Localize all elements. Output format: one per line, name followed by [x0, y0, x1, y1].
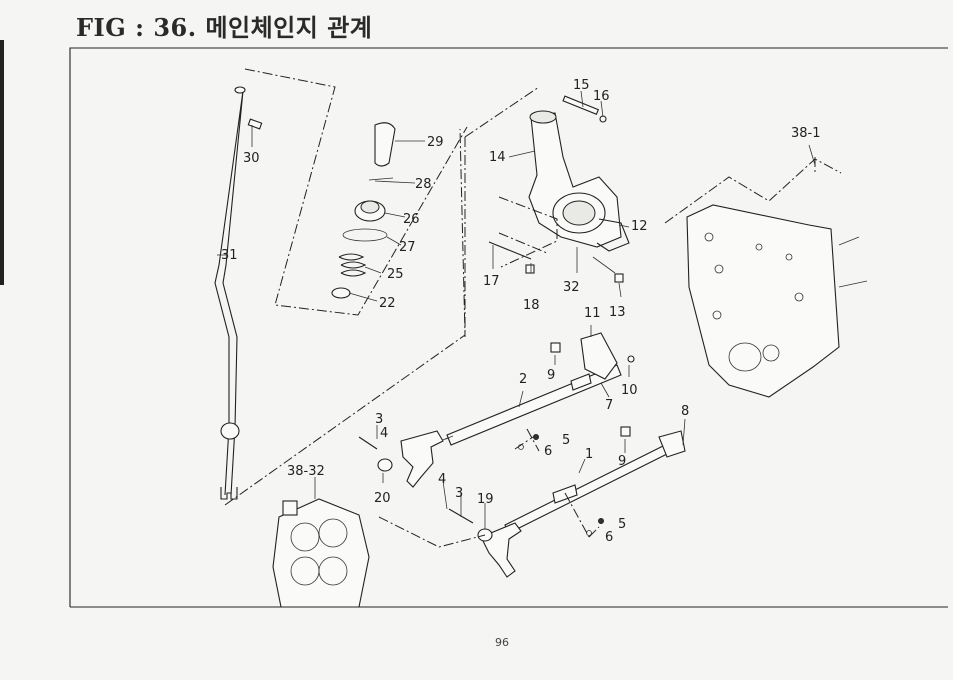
callout-25: 25 — [387, 267, 404, 282]
callout-2: 2 — [519, 372, 527, 387]
callout-4: 4 — [380, 426, 388, 441]
shift-rod-lower — [504, 426, 686, 534]
callout-5: 5 — [562, 433, 570, 448]
callout-labels: 1 2 3 3 4 4 5 5 6 6 7 8 9 9 10 11 12 13 … — [221, 78, 821, 545]
callout-16: 16 — [593, 89, 610, 104]
figure-title: FIG : 36. 메인체인지 관계 — [76, 13, 373, 42]
callout-3: 3 — [455, 486, 463, 501]
callout-10: 10 — [621, 383, 638, 398]
lever-knob-stack — [331, 122, 396, 299]
callout-22: 22 — [379, 296, 396, 311]
callout-38-32: 38-32 — [287, 464, 325, 479]
callout-3: 3 — [375, 412, 383, 427]
callout-1: 1 — [585, 447, 593, 462]
leader-lines — [217, 90, 816, 529]
callout-26: 26 — [403, 212, 420, 227]
callout-32: 32 — [563, 280, 580, 295]
callout-31: 31 — [221, 248, 238, 263]
diagram-border — [69, 47, 948, 608]
callout-6: 6 — [605, 530, 613, 545]
callout-11: 11 — [584, 306, 601, 321]
shift-housing — [488, 95, 630, 283]
callout-20: 20 — [374, 491, 391, 506]
callout-13: 13 — [609, 305, 626, 320]
callout-7: 7 — [605, 398, 613, 413]
callout-8: 8 — [681, 404, 689, 419]
callout-6: 6 — [544, 444, 552, 459]
callout-17: 17 — [483, 274, 500, 289]
callout-9: 9 — [618, 454, 626, 469]
callout-18: 18 — [523, 298, 540, 313]
exploded-parts-diagram: 1 2 3 3 4 4 5 5 6 6 7 8 9 9 10 11 12 13 … — [69, 47, 948, 608]
binding-edge — [0, 40, 4, 285]
callout-38-1: 38-1 — [791, 126, 821, 141]
callout-29: 29 — [427, 135, 444, 150]
transmission-case — [686, 204, 868, 398]
callout-30: 30 — [243, 151, 260, 166]
callout-12: 12 — [631, 219, 648, 234]
callout-14: 14 — [489, 150, 506, 165]
callout-19: 19 — [477, 492, 494, 507]
callout-5: 5 — [618, 517, 626, 532]
page-number: 96 — [495, 636, 509, 649]
callout-28: 28 — [415, 177, 432, 192]
gear-case — [272, 498, 370, 608]
callout-9: 9 — [547, 368, 555, 383]
callout-15: 15 — [573, 78, 590, 93]
callout-27: 27 — [399, 240, 416, 255]
callout-4: 4 — [438, 472, 446, 487]
shift-rod-upper — [438, 332, 635, 446]
shift-lever-assembly — [214, 86, 263, 500]
shift-fork-upper — [358, 430, 444, 488]
